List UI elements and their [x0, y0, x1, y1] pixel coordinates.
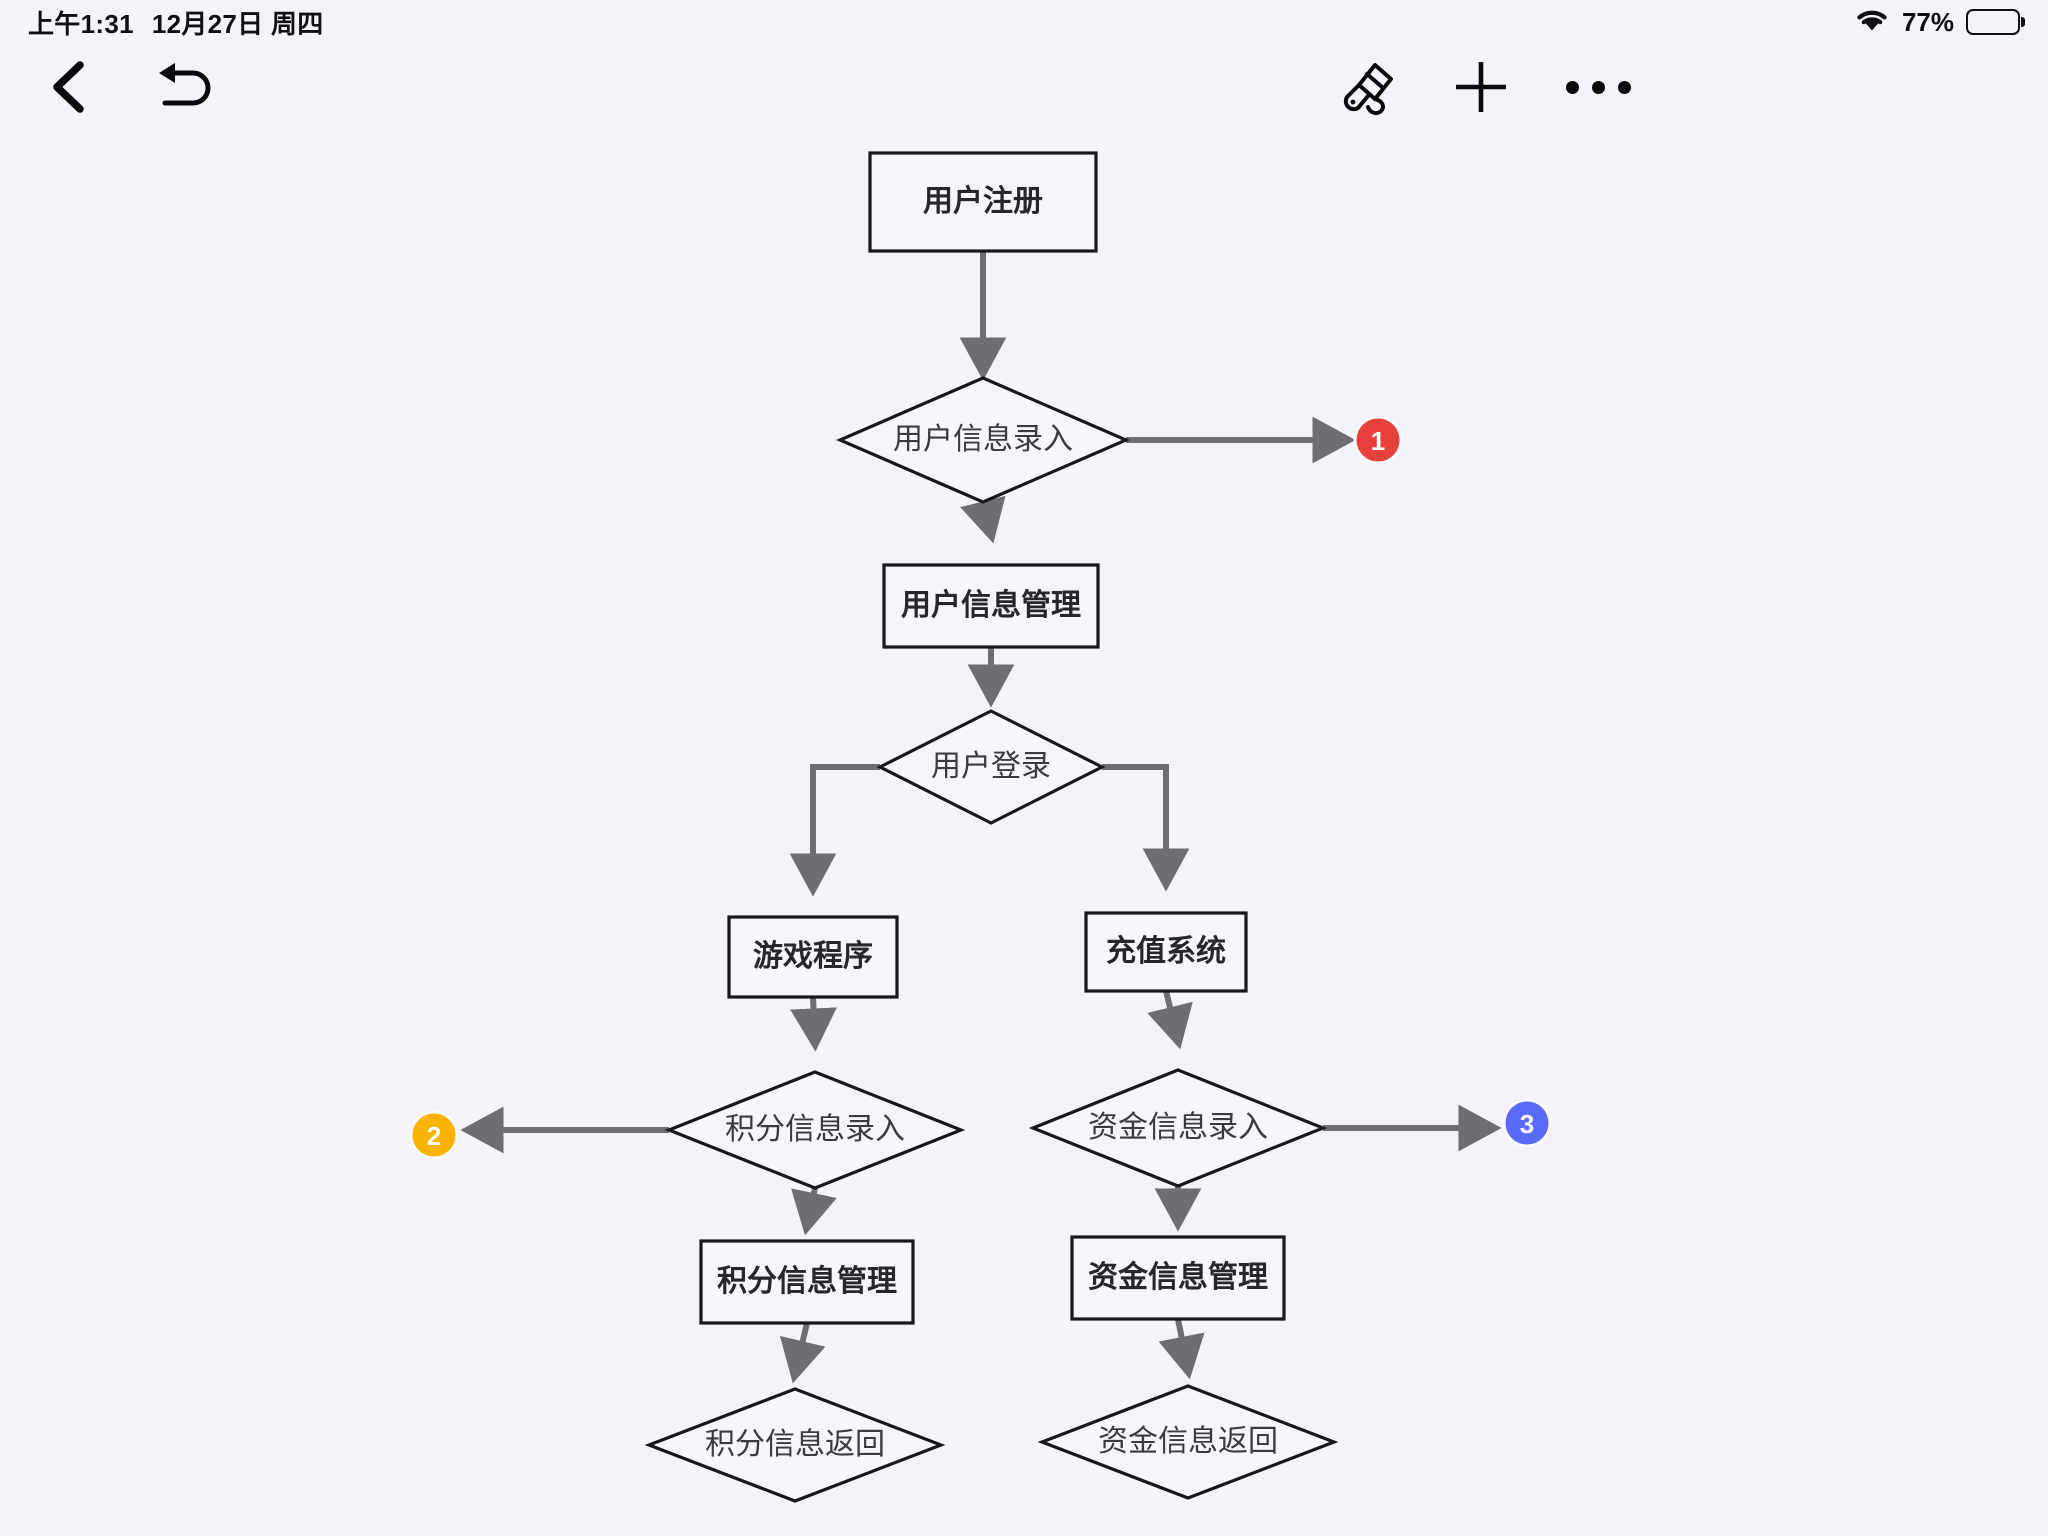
status-time: 上午1:31: [28, 8, 134, 39]
badge-label: 2: [427, 1121, 441, 1151]
badge-layer: 1 2 3: [409, 415, 1552, 1160]
node-label: 充值系统: [1106, 934, 1226, 968]
node-label: 积分信息返回: [705, 1428, 885, 1461]
more-ellipsis-icon: [1565, 80, 1631, 94]
plus-icon: [1456, 62, 1506, 112]
node-label: 资金信息管理: [1088, 1260, 1268, 1294]
more-options-button[interactable]: [1562, 65, 1634, 109]
node-user-info-entry[interactable]: 用户信息录入: [835, 376, 1131, 504]
node-label: 用户信息录入: [893, 423, 1073, 456]
edge-n5-n7: [790, 996, 837, 1052]
brush-tool-button[interactable]: [1336, 56, 1400, 118]
add-button[interactable]: [1450, 56, 1512, 118]
edge-n7-n9: [791, 1187, 837, 1236]
node-user-login[interactable]: 用户登录: [876, 709, 1106, 825]
edge-n4-n5: [789, 764, 880, 897]
badge-label: 3: [1520, 1109, 1534, 1139]
node-label: 资金信息录入: [1088, 1111, 1268, 1144]
connector-layer: [460, 251, 1502, 1384]
node-funds-info-management[interactable]: 资金信息管理: [1070, 1235, 1286, 1321]
node-label: 用户注册: [923, 185, 1043, 218]
node-funds-info-entry[interactable]: 资金信息录入: [1028, 1068, 1328, 1188]
node-label: 积分信息管理: [717, 1264, 897, 1298]
node-funds-info-return[interactable]: 资金信息返回: [1037, 1384, 1339, 1500]
edge-n2-n3: [960, 495, 1006, 544]
edge-n4-n6: [1102, 764, 1190, 892]
node-label: 游戏程序: [753, 939, 873, 973]
undo-arrow-icon: [159, 63, 211, 106]
diagram-canvas[interactable]: 用户注册 用户信息录入 用户信息管理 用户登录 游戏程序: [0, 130, 2048, 1536]
status-bar: 上午1:31 12月27日 周四 77%: [0, 0, 2048, 44]
node-label: 用户登录: [931, 750, 1051, 783]
edge-n9-n11: [779, 1322, 826, 1384]
wifi-icon: [1854, 6, 1890, 38]
status-bar-left: 上午1:31 12月27日 周四: [28, 4, 324, 41]
battery-icon: [1966, 9, 2025, 35]
node-label: 积分信息录入: [725, 1113, 905, 1146]
undo-button[interactable]: [152, 57, 216, 117]
node-user-info-management[interactable]: 用户信息管理: [882, 563, 1100, 649]
node-game-program[interactable]: 游戏程序: [727, 915, 899, 999]
chevron-left-icon: [53, 61, 84, 113]
app-toolbar: [0, 44, 2048, 130]
badge-1[interactable]: 1: [1353, 415, 1403, 465]
node-points-info-return[interactable]: 积分信息返回: [644, 1387, 946, 1503]
node-points-info-management[interactable]: 积分信息管理: [699, 1239, 915, 1325]
node-points-info-entry[interactable]: 积分信息录入: [664, 1070, 966, 1190]
node-label: 用户信息管理: [901, 588, 1081, 622]
flowchart-svg: 用户注册 用户信息录入 用户信息管理 用户登录 游戏程序: [409, 151, 1552, 1503]
status-bar-right: 77%: [1854, 6, 2025, 38]
edge-n10-n12: [1158, 1318, 1205, 1380]
battery-percent-label: 77%: [1901, 6, 1954, 37]
badge-2[interactable]: 2: [409, 1110, 459, 1160]
node-recharge-system[interactable]: 充值系统: [1084, 911, 1248, 993]
paint-brush-icon: [1343, 63, 1393, 116]
back-button[interactable]: [38, 57, 98, 117]
node-layer: 用户注册 用户信息录入 用户信息管理 用户登录 游戏程序: [644, 151, 1339, 1503]
badge-3[interactable]: 3: [1502, 1098, 1552, 1148]
badge-label: 1: [1371, 426, 1385, 456]
node-label: 资金信息返回: [1098, 1425, 1278, 1458]
status-date: 12月27日 周四: [151, 8, 324, 39]
node-user-register[interactable]: 用户注册: [868, 151, 1098, 253]
edge-n6-n8: [1147, 990, 1193, 1050]
